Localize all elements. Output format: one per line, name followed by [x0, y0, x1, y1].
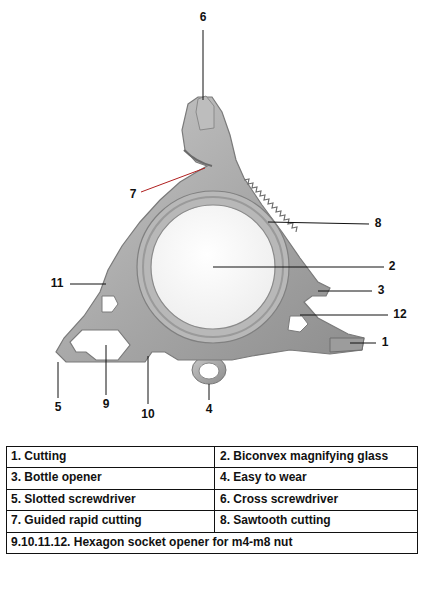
callout-number: 8: [375, 217, 382, 230]
hexagon-opener: [102, 296, 118, 312]
cross-screwdriver-tip: [196, 96, 214, 130]
table-cell: 3. Bottle opener: [11, 471, 102, 484]
leader-line: [350, 343, 376, 344]
table-border: [7, 447, 418, 554]
callout-number: 11: [51, 277, 64, 290]
table-rule: [7, 467, 418, 468]
leader-line: [213, 267, 384, 268]
leader-line: [148, 356, 149, 404]
table-grid: [7, 447, 418, 554]
table-cell: 9.10.11.12. Hexagon socket opener for m4…: [11, 536, 292, 549]
callout-number: 10: [141, 408, 154, 421]
callout-number: 5: [55, 401, 62, 414]
table-cell: 4. Easy to wear: [220, 471, 307, 484]
table-cell: 1. Cutting: [11, 450, 66, 463]
hexagon-opener: [70, 330, 130, 360]
table-cell: 7. Guided rapid cutting: [11, 514, 142, 527]
cutting-blade: [330, 338, 364, 352]
table-cell: 5. Slotted screwdriver: [11, 493, 136, 506]
leader-line: [318, 291, 372, 292]
leader-lines: [58, 30, 388, 404]
callout-number: 3: [378, 284, 385, 297]
leader-line: [300, 315, 388, 316]
leader-line: [141, 168, 205, 192]
callout-number: 12: [393, 308, 406, 321]
table-rule: [214, 447, 215, 533]
leader-line: [203, 30, 204, 100]
cutting-slot: [184, 150, 212, 166]
table-rule: [7, 489, 418, 490]
callout-number: 1: [382, 336, 389, 349]
hexagon-opener: [288, 316, 308, 332]
table-cell: 8. Sawtooth cutting: [220, 514, 331, 527]
tool-body: [56, 97, 364, 362]
callout-number: 9: [103, 398, 110, 411]
leader-line: [58, 362, 59, 398]
loop-hole: [199, 363, 219, 379]
callout-number: 2: [389, 260, 396, 273]
table-rule: [7, 532, 418, 533]
leader-line: [209, 384, 210, 400]
leader-line: [268, 222, 369, 224]
callout-number: 6: [200, 11, 207, 24]
callout-number: 4: [206, 403, 213, 416]
callout-number: 7: [130, 188, 137, 201]
table-cell: 6. Cross screwdriver: [220, 493, 338, 506]
table-rule: [7, 510, 418, 511]
leader-line: [70, 284, 106, 285]
table-cell: 2. Biconvex magnifying glass: [220, 450, 388, 463]
leader-line: [106, 345, 107, 395]
